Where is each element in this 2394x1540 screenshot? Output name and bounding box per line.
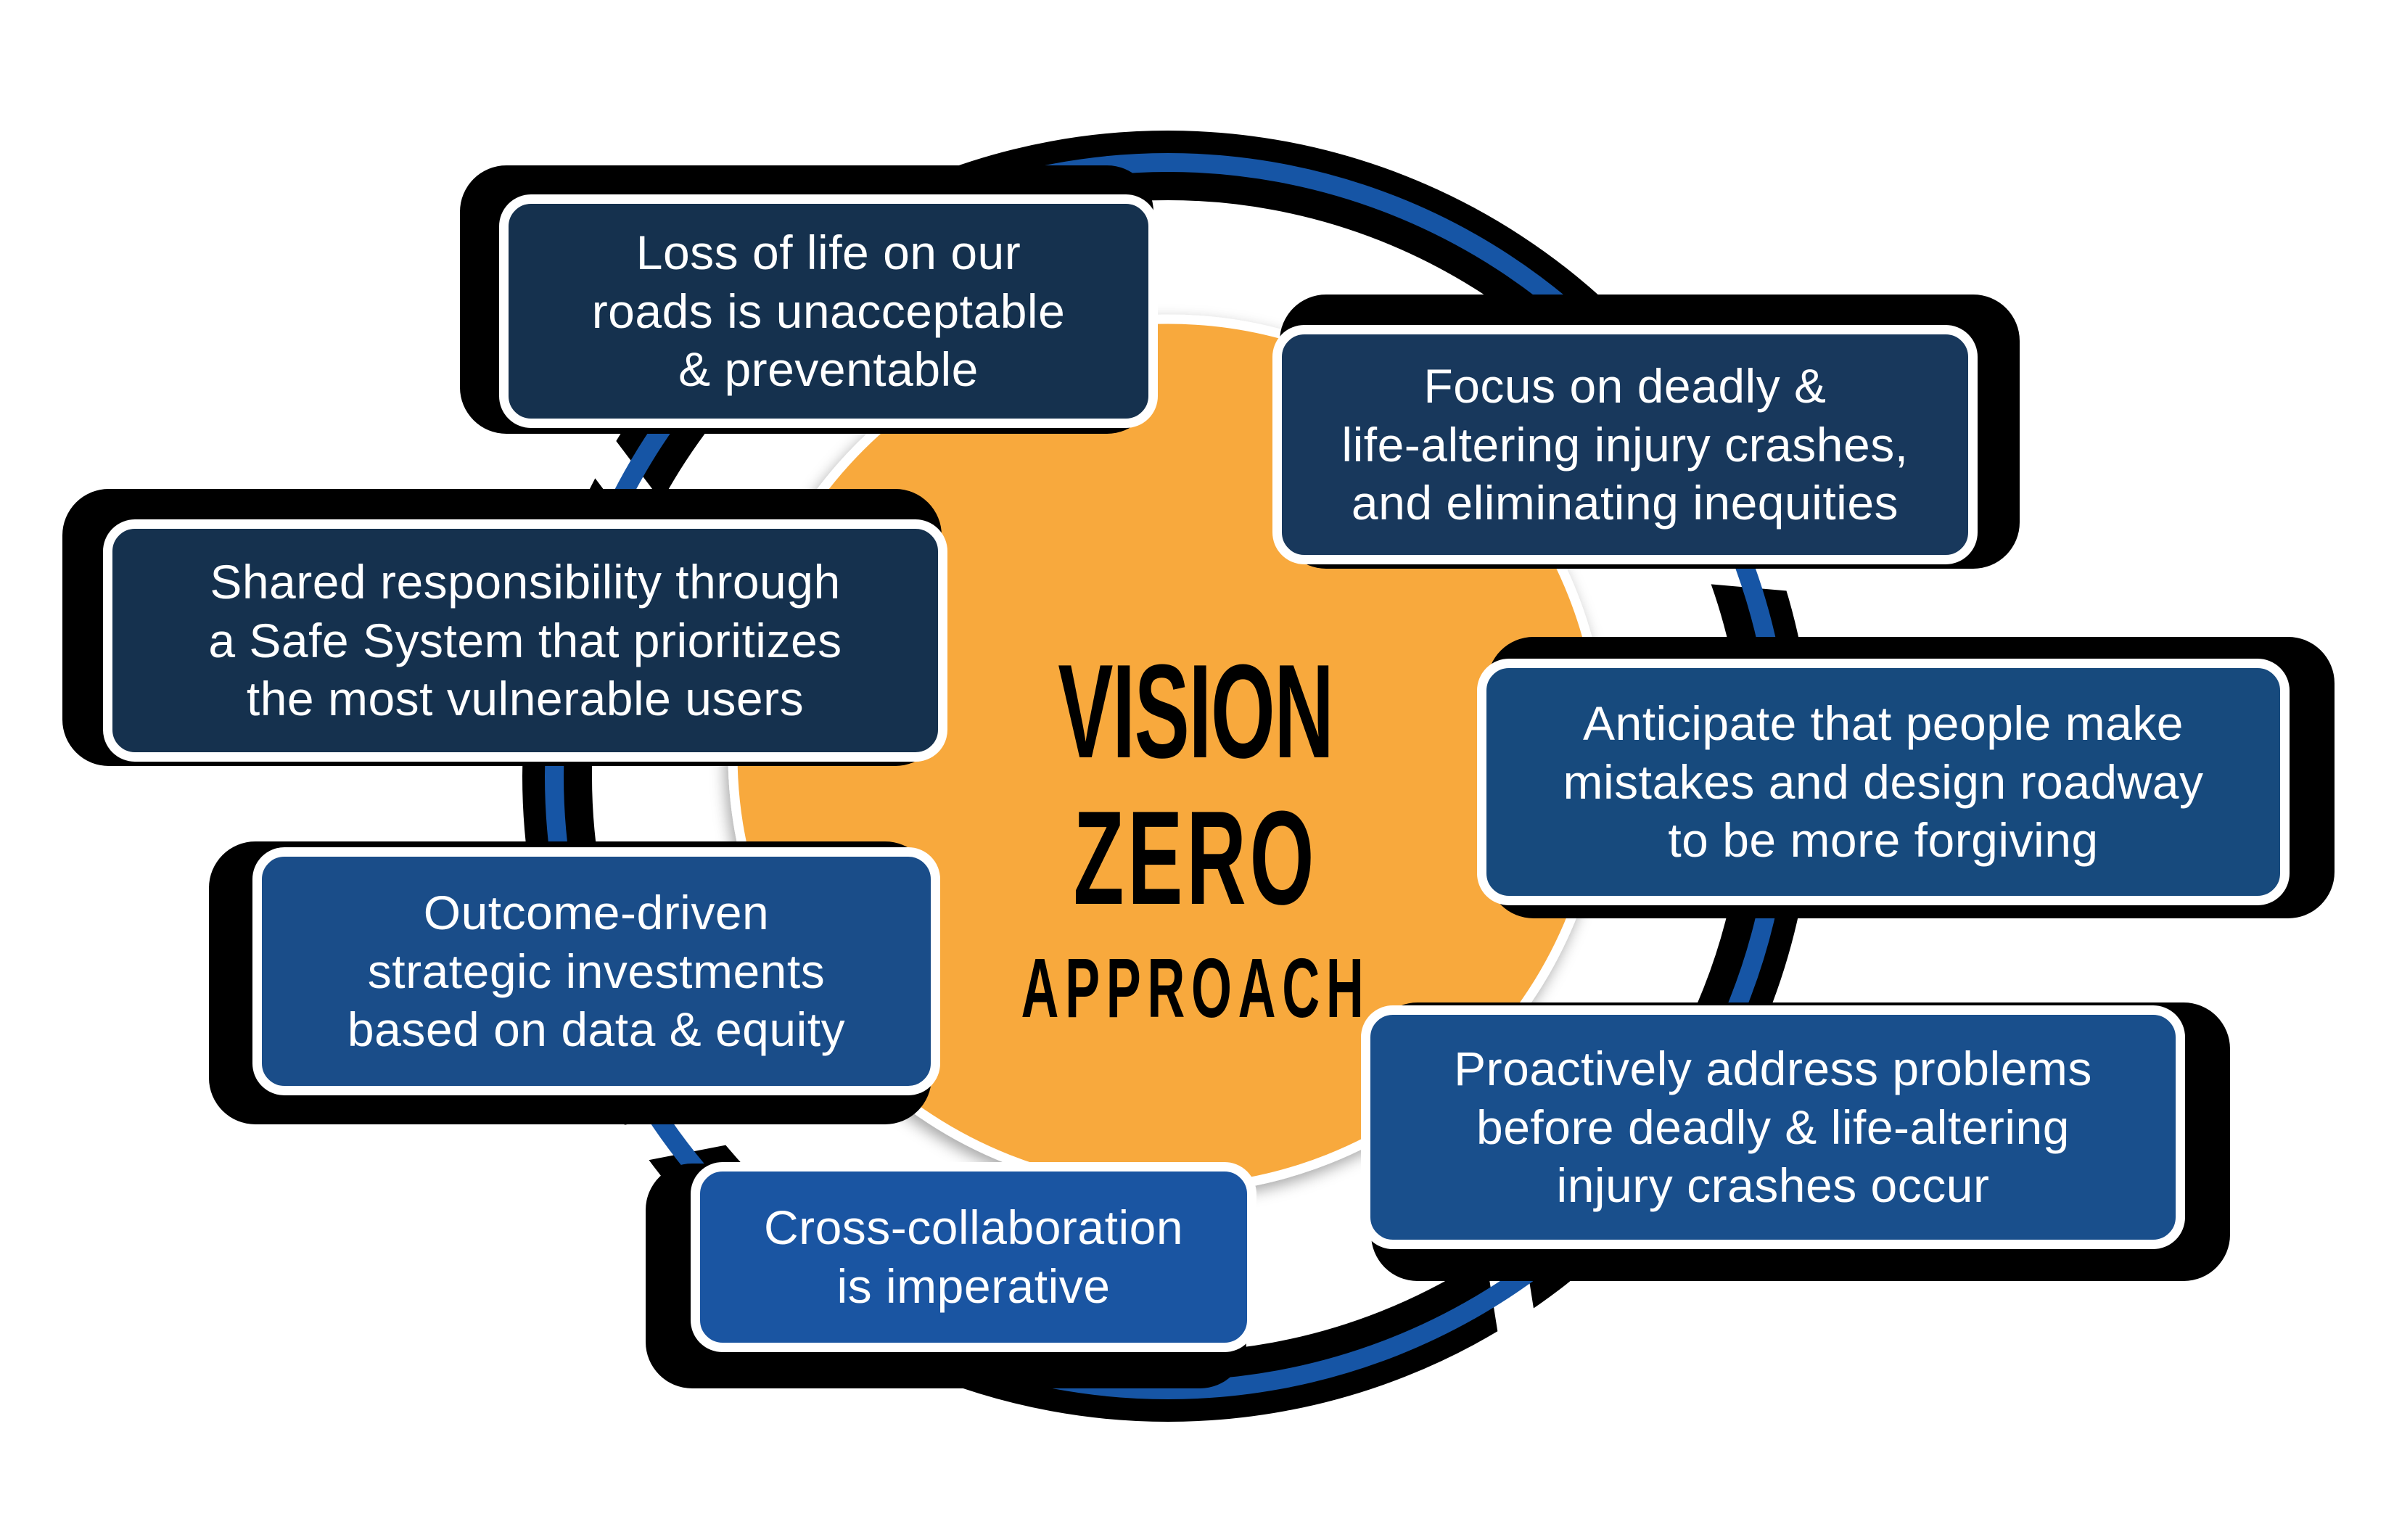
principle-text: Outcome-driven strategic investments bas…: [347, 886, 846, 1057]
principle-box-anticipate-mistakes: Anticipate that people make mistakes and…: [1477, 659, 2290, 905]
principle-text: Proactively address problems before dead…: [1454, 1042, 2092, 1213]
center-title: VISION ZERO APPROACH: [1021, 644, 1370, 1030]
principle-text: Anticipate that people make mistakes and…: [1563, 696, 2204, 868]
principle-box-shared-responsibility: Shared responsibility through a Safe Sys…: [103, 519, 947, 762]
title-line-zero: ZERO: [1073, 783, 1318, 932]
principle-text: Loss of life on our roads is unacceptabl…: [591, 226, 1066, 397]
principle-text: Focus on deadly & life-altering injury c…: [1341, 359, 1909, 530]
principle-box-loss-of-life: Loss of life on our roads is unacceptabl…: [499, 194, 1158, 428]
principle-box-outcome-driven: Outcome-driven strategic investments bas…: [252, 847, 940, 1095]
principle-text: Cross-collaboration is imperative: [763, 1201, 1184, 1313]
title-line-approach: APPROACH: [1021, 941, 1370, 1035]
principle-box-cross-collaboration: Cross-collaboration is imperative: [691, 1162, 1256, 1352]
principle-box-focus-on-deadly: Focus on deadly & life-altering injury c…: [1272, 325, 1978, 564]
principle-box-proactively-address: Proactively address problems before dead…: [1361, 1005, 2185, 1249]
title-line-vision: VISION: [1058, 636, 1333, 786]
principle-text: Shared responsibility through a Safe Sys…: [208, 555, 842, 726]
